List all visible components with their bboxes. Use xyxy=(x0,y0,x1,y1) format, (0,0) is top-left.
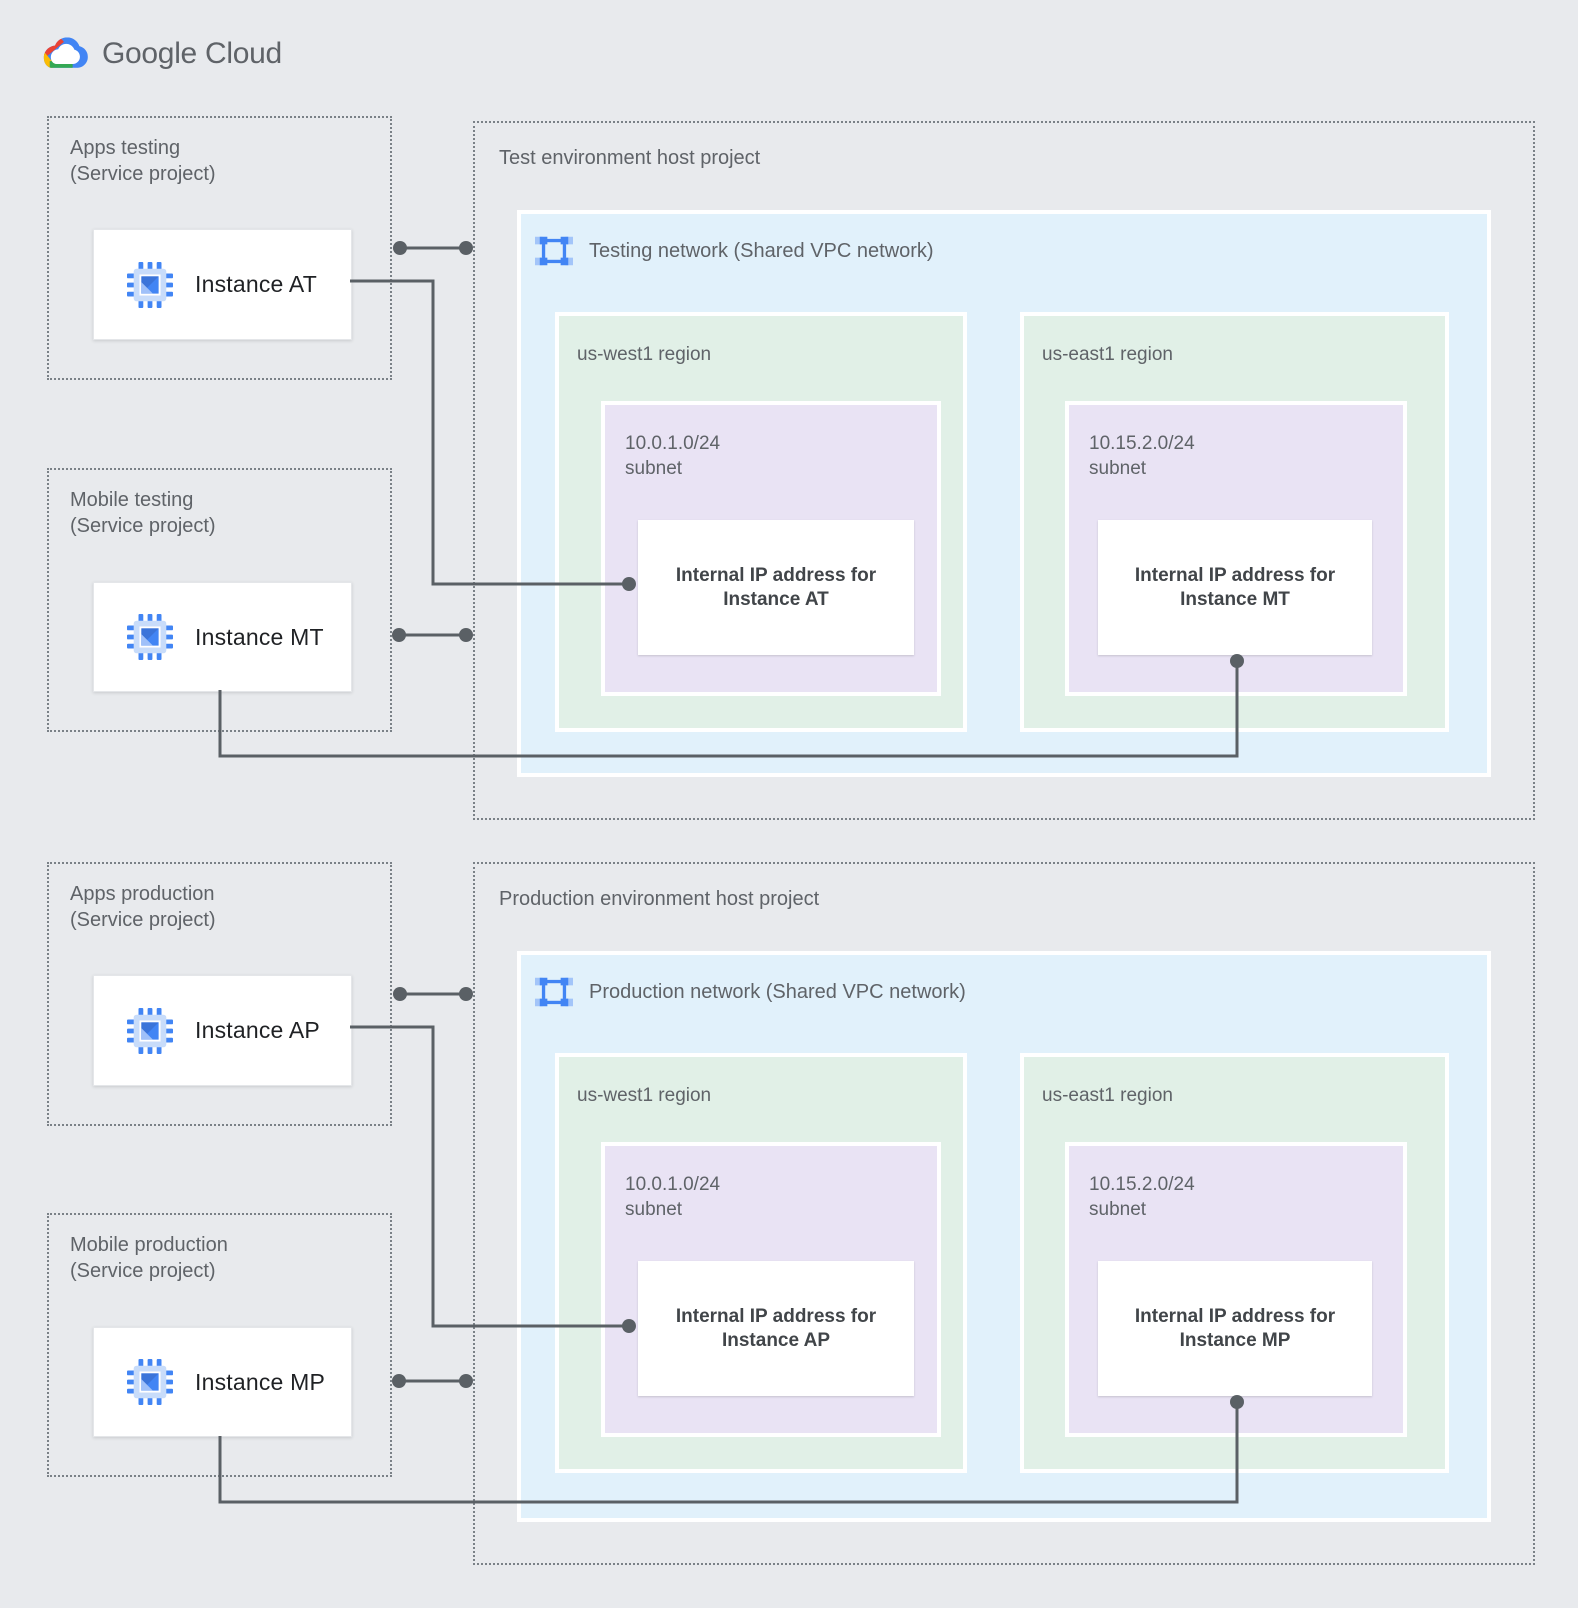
connector-apps-production-link xyxy=(393,987,473,1001)
instance-label: Instance AT xyxy=(195,271,317,297)
subnet-cidr: 10.15.2.0/24 xyxy=(1089,433,1195,454)
vpc-network-icon xyxy=(535,973,573,1011)
instance-label: Instance MP xyxy=(195,1368,326,1395)
google-cloud-logo: Google Cloud xyxy=(37,34,282,73)
service-project-box-apps-testing: Apps testing (Service project) Instance … xyxy=(47,116,392,380)
ip-line-2: Instance MT xyxy=(1180,588,1290,610)
internal-ip-card-at: Internal IP address for Instance AT xyxy=(638,520,914,655)
region-box-us-west1: us-west1 region 10.0.1.0/24 subnet Inter… xyxy=(555,1053,967,1473)
internal-ip-card-ap: Internal IP address for Instance AP xyxy=(638,1261,914,1396)
subnet-box: 10.0.1.0/24 subnet Internal IP address f… xyxy=(601,401,941,696)
instance-card-mt: Instance MT xyxy=(93,582,352,692)
internal-ip-card-mt: Internal IP address for Instance MT xyxy=(1098,520,1372,655)
host-project-box-production: Production environment host project Prod… xyxy=(473,862,1535,1565)
ip-line-1: Internal IP address for xyxy=(675,564,877,586)
vpc-network-header: Production network (Shared VPC network) xyxy=(535,973,966,1011)
vpc-network-box-testing: Testing network (Shared VPC network) us-… xyxy=(517,210,1491,777)
compute-instance-icon xyxy=(127,1008,173,1054)
ip-line-2: Instance MP xyxy=(1179,1329,1291,1351)
compute-instance-icon xyxy=(127,262,173,308)
service-project-box-apps-production: Apps production (Service project) Instan… xyxy=(47,862,392,1126)
vpc-network-box-production: Production network (Shared VPC network) … xyxy=(517,951,1491,1522)
project-subtitle: (Service project) xyxy=(70,909,216,931)
ip-line-1: Internal IP address for xyxy=(1134,564,1336,586)
host-project-box-test: Test environment host project Testing ne… xyxy=(473,121,1535,820)
vpc-network-label: Testing network (Shared VPC network) xyxy=(589,239,934,262)
region-box-us-east1: us-east1 region 10.15.2.0/24 subnet Inte… xyxy=(1020,1053,1449,1473)
subnet-cidr: 10.0.1.0/24 xyxy=(625,433,721,454)
google-cloud-logo-icon xyxy=(37,34,93,73)
connector-mobile-production-link xyxy=(392,1374,473,1388)
connector-mobile-testing-link xyxy=(392,628,473,642)
subnet-cidr: 10.0.1.0/24 xyxy=(625,1174,721,1195)
service-project-box-mobile-production: Mobile production (Service project) Inst… xyxy=(47,1213,392,1477)
subnet-word: subnet xyxy=(625,1199,683,1220)
project-title: Mobile testing xyxy=(70,489,194,511)
connector-apps-testing-link xyxy=(393,241,473,255)
subnet-box: 10.15.2.0/24 subnet Internal IP address … xyxy=(1065,401,1407,696)
subnet-cidr: 10.15.2.0/24 xyxy=(1089,1174,1195,1195)
vpc-network-icon xyxy=(535,232,573,270)
instance-card-ap: Instance AP xyxy=(93,975,352,1086)
subnet-word: subnet xyxy=(1089,458,1147,479)
region-label: us-west1 region xyxy=(577,344,712,365)
subnet-box: 10.15.2.0/24 subnet Internal IP address … xyxy=(1065,1142,1407,1437)
service-project-box-mobile-testing: Mobile testing (Service project) Instanc… xyxy=(47,468,392,732)
project-title: Apps testing xyxy=(70,137,181,159)
google-cloud-logo-text: Google Cloud xyxy=(102,36,282,70)
vpc-network-label: Production network (Shared VPC network) xyxy=(589,980,966,1003)
ip-line-2: Instance AP xyxy=(721,1329,831,1351)
instance-card-at: Instance AT xyxy=(93,229,352,340)
subnet-box: 10.0.1.0/24 subnet Internal IP address f… xyxy=(601,1142,941,1437)
compute-instance-icon xyxy=(127,1359,173,1405)
compute-instance-icon xyxy=(127,614,173,660)
host-project-title: Production environment host project xyxy=(499,888,820,910)
region-label: us-west1 region xyxy=(577,1085,712,1106)
instance-card-mp: Instance MP xyxy=(93,1327,352,1437)
internal-ip-card-mp: Internal IP address for Instance MP xyxy=(1098,1261,1372,1396)
vpc-network-header: Testing network (Shared VPC network) xyxy=(535,232,934,270)
project-subtitle: (Service project) xyxy=(70,163,216,185)
project-title: Apps production xyxy=(70,883,215,905)
region-label: us-east1 region xyxy=(1042,344,1173,365)
region-box-us-east1: us-east1 region 10.15.2.0/24 subnet Inte… xyxy=(1020,312,1449,732)
project-subtitle: (Service project) xyxy=(70,1260,216,1282)
instance-label: Instance MT xyxy=(195,623,324,650)
project-subtitle: (Service project) xyxy=(70,515,216,537)
region-box-us-west1: us-west1 region 10.0.1.0/24 subnet Inter… xyxy=(555,312,967,732)
ip-line-1: Internal IP address for xyxy=(1134,1305,1336,1327)
subnet-word: subnet xyxy=(625,458,683,479)
project-title: Mobile production xyxy=(70,1234,228,1256)
ip-line-2: Instance AT xyxy=(723,588,829,610)
region-label: us-east1 region xyxy=(1042,1085,1173,1106)
host-project-title: Test environment host project xyxy=(499,147,761,169)
ip-line-1: Internal IP address for xyxy=(675,1305,877,1327)
instance-label: Instance AP xyxy=(195,1017,320,1043)
subnet-word: subnet xyxy=(1089,1199,1147,1220)
